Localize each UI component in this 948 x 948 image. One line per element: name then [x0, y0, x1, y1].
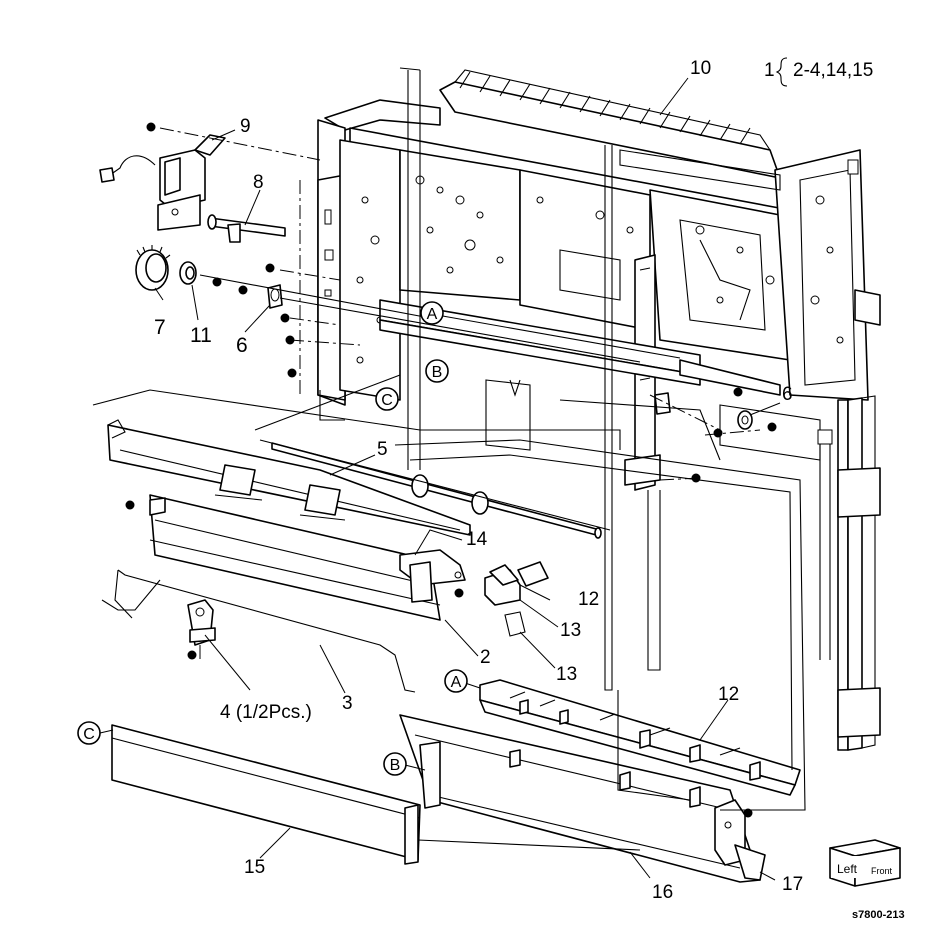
kit-number: 1 — [764, 60, 775, 81]
alignment-lines — [159, 127, 761, 660]
orientation-left: Left — [837, 862, 858, 876]
right-small-parts — [654, 392, 753, 430]
callout-13-lower: 13 — [556, 664, 577, 685]
callout-10: 10 — [690, 58, 711, 79]
callout-16: 15 — [244, 857, 265, 878]
lower-guide-assembly — [92, 374, 621, 693]
orientation-cube: Left Front — [829, 839, 901, 887]
clips-13-14 — [484, 561, 549, 637]
callout-7: 7 — [154, 316, 166, 339]
left-small-parts — [99, 134, 641, 363]
callout-3: 3 — [342, 693, 353, 714]
callout-2: 2 — [480, 647, 491, 668]
kit-members: 2-4,14,15 — [793, 60, 873, 81]
reference-marks: A B C A B C — [77, 301, 468, 776]
callout-9: 9 — [240, 116, 251, 137]
guide-12 — [479, 679, 801, 796]
ref-a-lower: A — [451, 674, 462, 691]
covers-16-17-18 — [111, 399, 806, 883]
screw-markers — [125, 122, 777, 818]
callout-13-upper: 12 — [578, 589, 599, 610]
main-frame-assembly — [317, 67, 881, 751]
callout-17: 16 — [652, 882, 673, 903]
callout-11: 11 — [190, 324, 212, 347]
callout-4: 4 (1/2Pcs.) — [220, 702, 312, 723]
callout-15: 14 — [466, 529, 488, 550]
leader-lines — [99, 77, 781, 881]
callout-6-left: 6 — [236, 334, 248, 357]
callout-5: 5 — [377, 439, 388, 460]
figure-code: s7800-213 — [852, 909, 905, 921]
callout-18: 17 — [782, 874, 803, 895]
callout-14: 13 — [560, 620, 581, 641]
orientation-front: Front — [871, 866, 893, 876]
ref-a-upper: A — [427, 306, 438, 323]
ref-c-lower: C — [83, 726, 95, 743]
ref-b-lower: B — [390, 757, 401, 774]
kit-note: 1 2-4,14,15 — [764, 57, 873, 87]
ref-b-upper: B — [432, 364, 443, 381]
callout-12: 12 — [718, 684, 739, 705]
callout-labels: 10 9 8 7 11 6 6 5 14 12 13 13 2 3 4 (1/2… — [154, 58, 803, 903]
callout-6-right: 6 — [782, 384, 793, 405]
ref-c-upper: C — [381, 392, 393, 409]
callout-8: 8 — [253, 172, 264, 193]
